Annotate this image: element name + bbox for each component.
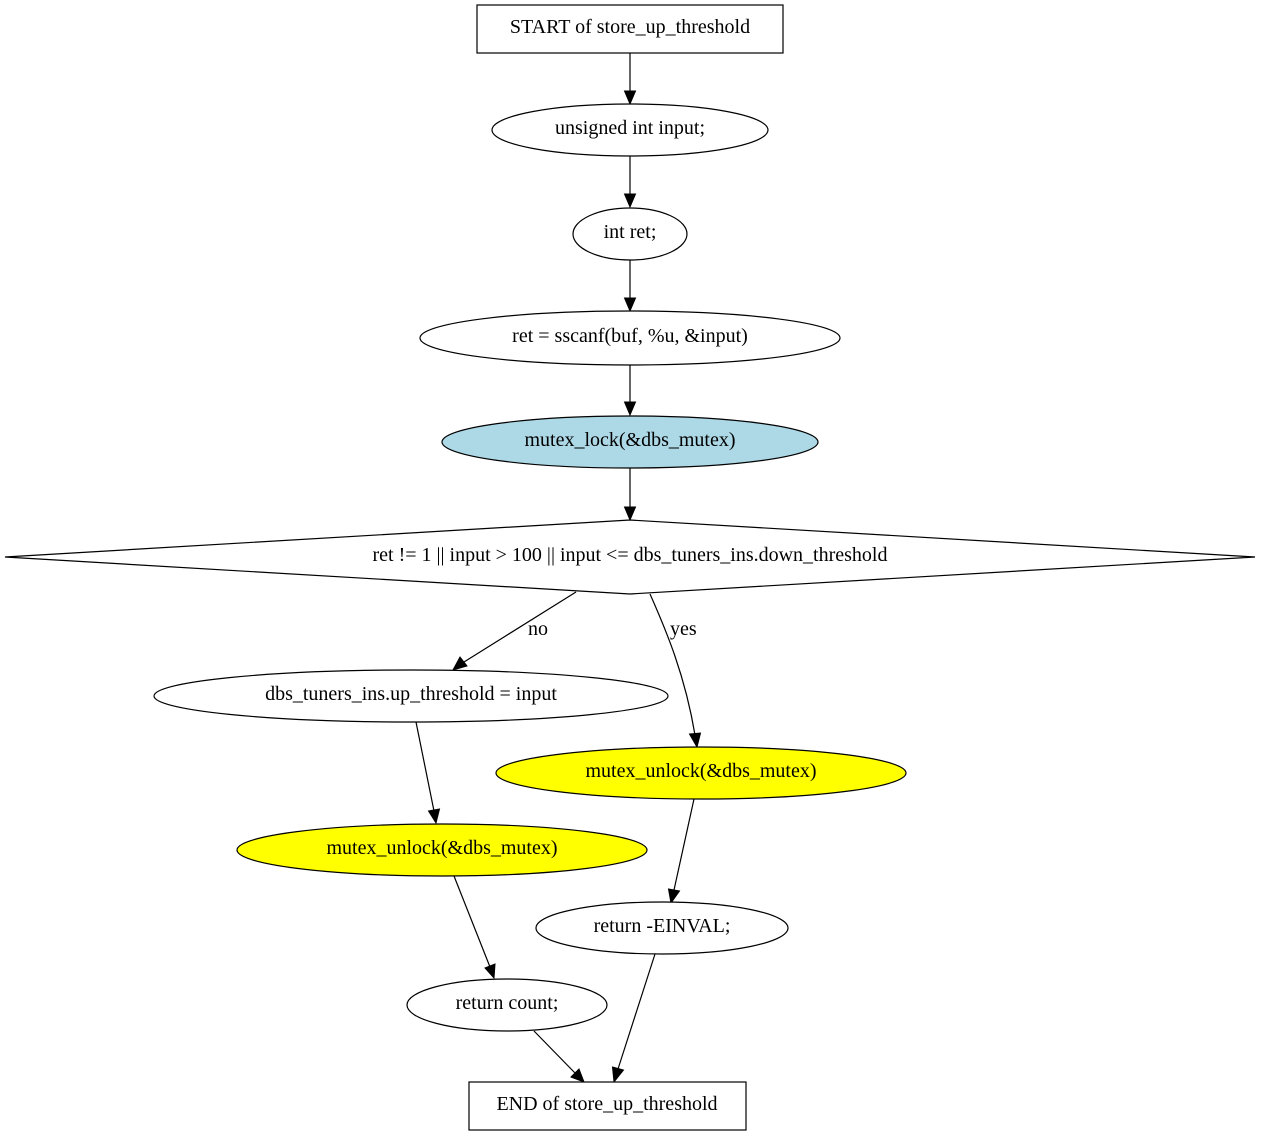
node-return-count: return count; — [406, 978, 608, 1032]
node-sscanf: ret = sscanf(buf, %u, &input) — [419, 310, 841, 366]
node-sscanf-label: ret = sscanf(buf, %u, &input) — [512, 325, 748, 347]
node-start: START of store_up_threshold — [476, 4, 784, 54]
edge-assign-to-unlock-no — [415, 721, 441, 825]
node-end: END of store_up_threshold — [468, 1081, 747, 1131]
node-decl-input-label: unsigned int input; — [555, 117, 705, 139]
node-decl-ret: int ret; — [572, 207, 688, 261]
nodes: START of store_up_threshold unsigned int… — [4, 4, 1256, 1131]
node-assign: dbs_tuners_ins.up_threshold = input — [153, 669, 669, 723]
node-mutex-lock: mutex_lock(&dbs_mutex) — [441, 415, 819, 469]
node-condition: ret != 1 || input > 100 || input <= dbs_… — [4, 519, 1256, 595]
edge-label-yes: yes — [670, 618, 697, 640]
node-mutex-unlock-yes: mutex_unlock(&dbs_mutex) — [495, 746, 907, 800]
node-start-label: START of store_up_threshold — [510, 16, 750, 38]
node-decl-ret-label: int ret; — [604, 221, 657, 243]
node-return-einval: return -EINVAL; — [535, 901, 789, 955]
node-return-einval-label: return -EINVAL; — [594, 915, 731, 937]
node-end-label: END of store_up_threshold — [496, 1093, 717, 1115]
edge-ret-count-to-end — [533, 1030, 585, 1083]
edge-start-to-decl-input — [623, 53, 637, 106]
edge-label-no: no — [528, 618, 548, 640]
edge-cond-to-unlock-yes: yes — [649, 593, 702, 749]
node-assign-label: dbs_tuners_ins.up_threshold = input — [265, 683, 557, 705]
edge-unlock-no-to-ret-count — [453, 875, 496, 980]
node-mutex-lock-label: mutex_lock(&dbs_mutex) — [524, 429, 735, 451]
node-mutex-unlock-no-label: mutex_unlock(&dbs_mutex) — [326, 837, 557, 859]
node-decl-input: unsigned int input; — [491, 103, 769, 157]
edge-ret-einval-to-end — [611, 953, 656, 1084]
edge-decl-ret-to-sscanf — [623, 260, 637, 313]
edge-cond-to-assign-no: no — [451, 591, 577, 671]
node-condition-label: ret != 1 || input > 100 || input <= dbs_… — [373, 544, 888, 566]
edge-unlock-yes-to-ret-einval — [667, 798, 695, 905]
node-return-count-label: return count; — [456, 992, 559, 1014]
edge-sscanf-to-lock — [623, 365, 637, 417]
edge-lock-to-cond — [623, 468, 637, 522]
node-mutex-unlock-no: mutex_unlock(&dbs_mutex) — [236, 823, 648, 877]
edges: no yes — [415, 53, 702, 1084]
node-mutex-unlock-yes-label: mutex_unlock(&dbs_mutex) — [585, 760, 816, 782]
edge-decl-input-to-decl-ret — [623, 156, 637, 209]
